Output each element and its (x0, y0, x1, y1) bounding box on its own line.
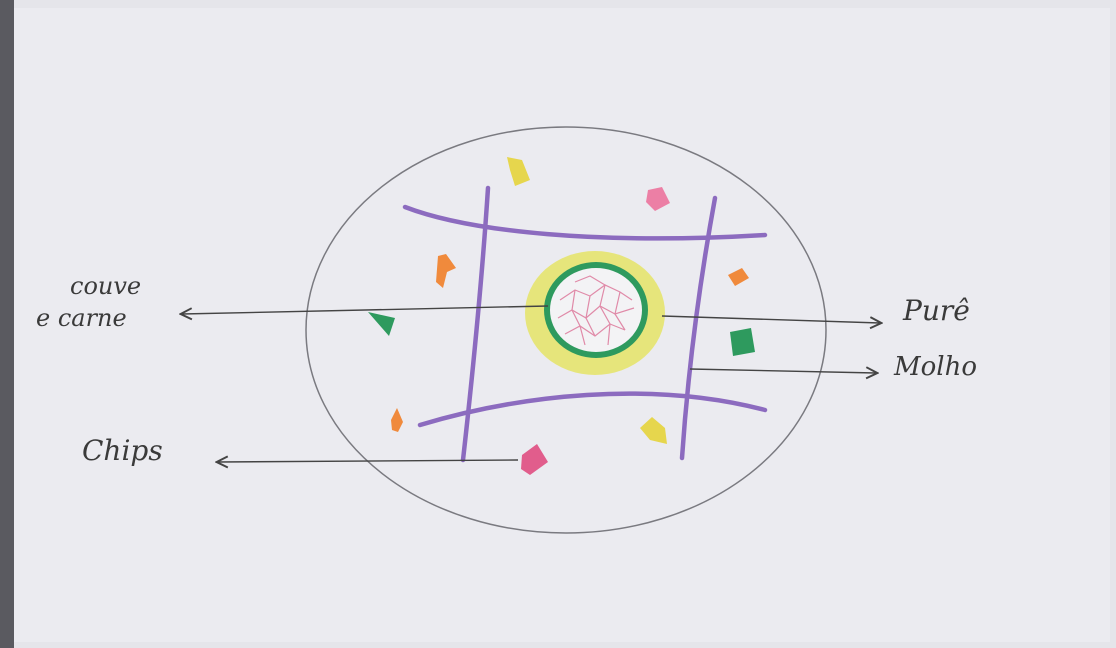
paper-edge (0, 0, 14, 648)
label-pure: Purê (903, 298, 970, 324)
label-couve: couve (70, 273, 141, 299)
label-molho: Molho (894, 354, 977, 380)
pure-center (525, 251, 665, 375)
chip-green-right (730, 328, 755, 356)
label-e-carne: e carne (36, 305, 127, 331)
label-chips: Chips (82, 438, 163, 464)
